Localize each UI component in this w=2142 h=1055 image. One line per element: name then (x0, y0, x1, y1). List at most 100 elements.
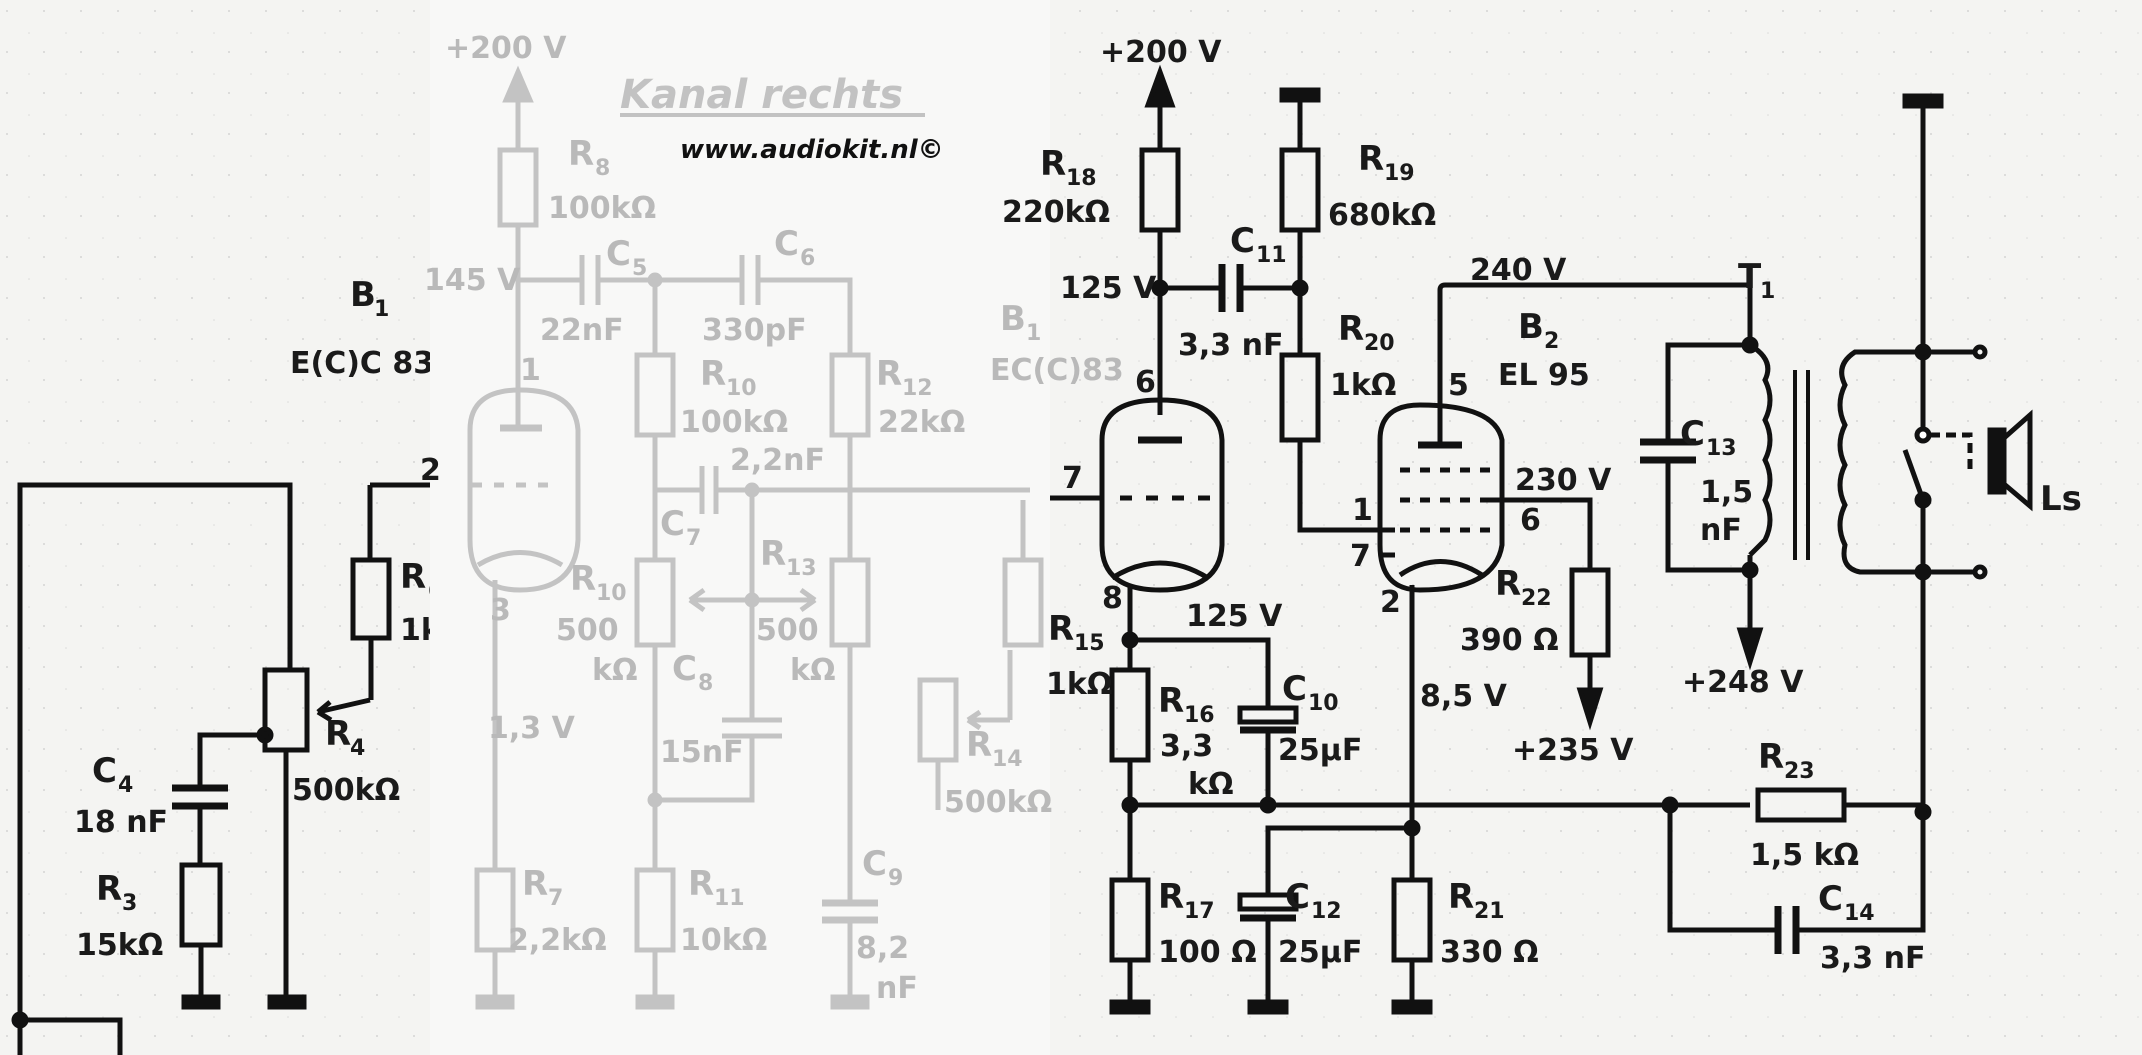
label-R22-sub: 22 (1521, 586, 1552, 611)
output-stage (1050, 64, 2033, 1015)
label-C14-sub: 14 (1844, 901, 1875, 926)
label-out-200v: +200 V (1100, 35, 1222, 70)
label-R20-val: 1kΩ (1330, 368, 1396, 403)
label-C5: C (606, 234, 631, 274)
title-kanal-rechts: Kanal rechts (620, 72, 903, 118)
label-R7: R (522, 864, 548, 904)
label-R15-sub: 15 (1074, 631, 1105, 656)
label-R17-sub: 17 (1184, 899, 1215, 924)
label-R3-val: 15kΩ (76, 928, 163, 963)
label-pin-6: 6 (1135, 365, 1156, 400)
label-235v: +235 V (1512, 733, 1634, 768)
label-R18-val: 220kΩ (1002, 195, 1110, 230)
label-R18: R (1040, 144, 1066, 184)
label-C13-sub: 13 (1706, 436, 1737, 461)
label-C12-val: 25µF (1278, 935, 1362, 970)
label-B1-right-type: EC(C)83 (990, 353, 1124, 388)
label-R16-val2: kΩ (1188, 767, 1233, 802)
label-C5-sub: 5 (632, 256, 647, 281)
label-R7-val: 2,2kΩ (508, 923, 607, 958)
left-stage (11, 482, 430, 1055)
label-C11-val: 3,3 nF (1178, 328, 1283, 363)
label-R15-val: 1kΩ (1046, 667, 1112, 702)
label-R10-val: 100kΩ (680, 405, 788, 440)
label-R19: R (1358, 139, 1384, 179)
label-C8: C (672, 649, 697, 689)
label-R4-val: 500kΩ (292, 773, 400, 808)
label-R10b-val1: 500 (556, 613, 619, 648)
label-C10-sub: 10 (1308, 691, 1339, 716)
label-C7: C (660, 504, 685, 544)
label-C14-val: 3,3 nF (1820, 941, 1925, 976)
label-248v: +248 V (1682, 665, 1804, 700)
label-R17-val: 100 Ω (1158, 935, 1257, 970)
label-R12-sub: 12 (902, 376, 933, 401)
label-R4-sub: 4 (350, 736, 365, 761)
label-R4: R (325, 714, 351, 754)
label-145v: 145 V (424, 263, 521, 298)
label-pin-6b: 6 (1520, 503, 1541, 538)
label-C10-val: 25µF (1278, 733, 1362, 768)
label-R19-sub: 19 (1384, 161, 1415, 186)
label-C6: C (774, 224, 799, 264)
label-C6-sub: 6 (800, 246, 815, 271)
label-pin-2b: 2 (1380, 585, 1401, 620)
label-R14: R (966, 725, 992, 765)
label-R3-sub: 3 (122, 891, 137, 916)
label-faded-200v: +200 V (445, 31, 567, 66)
label-R17: R (1158, 877, 1184, 917)
label-R21: R (1448, 877, 1474, 917)
label-C7-sub: 7 (686, 526, 701, 551)
label-1-3v: 1,3 V (488, 711, 576, 746)
label-B2: B (1518, 307, 1544, 347)
label-R15: R (1048, 609, 1074, 649)
label-R23-sub: 23 (1784, 759, 1815, 784)
label-C7-val: 2,2nF (730, 443, 825, 478)
label-B1-right-sub: 1 (1026, 321, 1041, 346)
label-C12: C (1285, 877, 1310, 917)
label-C5-val: 22nF (540, 313, 624, 348)
label-R22-val: 390 Ω (1460, 623, 1559, 658)
label-C9-val1: 8,2 (856, 931, 909, 966)
label-Ls: Ls (2040, 479, 2082, 519)
label-B2-type: EL 95 (1498, 358, 1590, 393)
label-R11-sub: 11 (714, 886, 745, 911)
label-B1: B (350, 275, 376, 315)
label-R14-val: 500kΩ (944, 785, 1052, 820)
label-R11-val: 10kΩ (680, 923, 767, 958)
label-C10: C (1282, 669, 1307, 709)
label-R21-val: 330 Ω (1440, 935, 1539, 970)
label-R10-sub: 10 (726, 376, 757, 401)
label-R13: R (760, 534, 786, 574)
label-R16-val1: 3,3 (1160, 729, 1213, 764)
label-125v-b: 125 V (1186, 599, 1283, 634)
label-B2-sub: 2 (1544, 329, 1559, 354)
label-C12-sub: 12 (1311, 899, 1342, 924)
label-R16-sub: 16 (1184, 703, 1215, 728)
label-C4-sub: 4 (118, 773, 133, 798)
label-8-5v: 8,5 V (1420, 679, 1508, 714)
label-R23: R (1758, 737, 1784, 777)
label-B1-type: E(C)C 83 (290, 346, 434, 381)
label-pin-2: 2 (420, 453, 441, 488)
label-C8-sub: 8 (698, 671, 713, 696)
label-C9-sub: 9 (888, 866, 903, 891)
output-stage-labels: +200 V R 18 220kΩ R 19 680kΩ 125 V C 11 … (1002, 35, 2082, 976)
label-pin-8: 8 (1102, 581, 1123, 616)
label-C11: C (1230, 221, 1255, 261)
label-230v: 230 V (1515, 463, 1612, 498)
label-R21-sub: 21 (1474, 899, 1505, 924)
label-C14: C (1818, 879, 1843, 919)
label-C8-val: 15nF (660, 735, 744, 770)
label-R18-sub: 18 (1066, 166, 1097, 191)
faded-region (430, 0, 1050, 1055)
label-R10: R (700, 354, 726, 394)
label-R3: R (96, 869, 122, 909)
label-R12-val: 22kΩ (878, 405, 965, 440)
label-R8-sub: 8 (595, 156, 610, 181)
label-R19-val: 680kΩ (1328, 198, 1436, 233)
label-R11: R (688, 864, 714, 904)
label-R10b: R (570, 559, 596, 599)
label-pin-3: 3 (490, 593, 511, 628)
